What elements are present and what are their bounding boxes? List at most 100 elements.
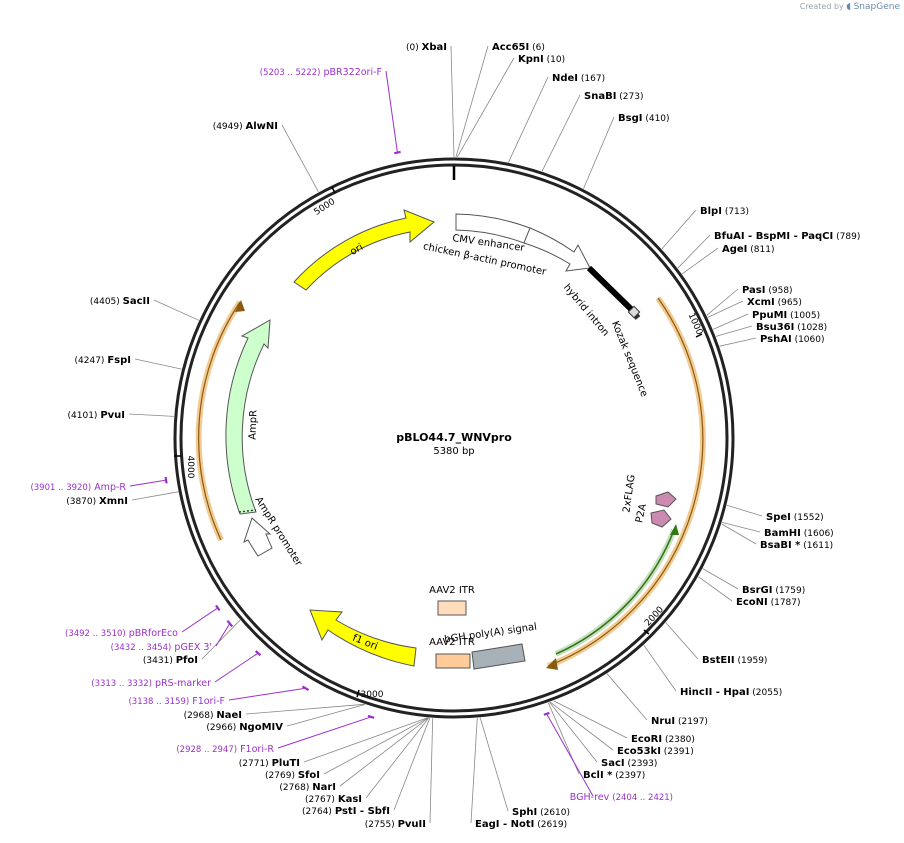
enzyme-name: XbaI [422, 42, 447, 53]
enzyme-site-label[interactable]: EagI - NotI (2619) [475, 819, 567, 830]
primer-label[interactable]: (3138 .. 3159) F1ori-F [128, 696, 225, 707]
primer-binding-mark[interactable] [254, 650, 262, 657]
enzyme-site-label[interactable]: AgeI (811) [722, 244, 774, 255]
primer-label[interactable]: (2928 .. 2947) F1ori-R [176, 744, 274, 755]
primer-range: (3492 .. 3510) [65, 629, 126, 639]
enzyme-site-label[interactable]: (2966) NgoMIV [206, 722, 283, 733]
enzyme-position: (2380) [665, 735, 695, 745]
primer-binding-mark[interactable] [215, 604, 221, 612]
enzyme-name: BstEII [702, 655, 735, 666]
primer-label[interactable]: (3432 .. 3454) pGEX 3' [111, 642, 212, 653]
enzyme-name: PstI [335, 806, 357, 817]
enzyme-site-label[interactable]: Eco53kI (2391) [617, 746, 694, 757]
enzyme-leader-line [583, 116, 615, 189]
enzyme-site-label[interactable]: BstEII (1959) [702, 655, 767, 666]
enzyme-site-label[interactable]: (0) XbaI [406, 42, 447, 53]
ampr-promoter-feature[interactable] [243, 517, 273, 557]
enzyme-site-label[interactable]: (2968) NaeI [184, 710, 242, 721]
primer-range: (5203 .. 5222) [260, 68, 321, 78]
enzyme-leader-line [470, 718, 478, 824]
enzyme-site-label[interactable]: PpuMI (1005) [752, 310, 820, 321]
ampr-feature[interactable] [225, 319, 271, 515]
enzyme-name: Acc65I [492, 42, 529, 53]
primer-label[interactable]: (5203 .. 5222) pBR322ori-F [260, 67, 382, 78]
enzyme-position: (0) [406, 43, 419, 53]
enzyme-site-label[interactable]: (4949) AlwNI [213, 121, 278, 132]
enzyme-position: (2764) [302, 807, 332, 817]
enzyme-site-label[interactable]: Bsu36I (1028) [756, 322, 827, 333]
2xflag-feature[interactable] [655, 491, 677, 508]
enzyme-position: (4101) [68, 411, 98, 421]
enzyme-site-label[interactable]: (4101) PvuI [68, 410, 126, 421]
enzyme-site-label[interactable]: SpeI (1552) [766, 512, 824, 523]
enzyme-site-label[interactable]: EcoNI (1787) [736, 597, 801, 608]
primer-binding-mark[interactable] [164, 476, 168, 484]
enzyme-name: EcoRI [631, 734, 662, 745]
primer-binding-mark[interactable] [226, 619, 234, 628]
enzyme-site-label[interactable]: NruI (2197) [651, 716, 708, 727]
enzyme-site-label[interactable]: (3870) XmnI [66, 496, 128, 507]
enzyme-name: PaqCI [801, 231, 833, 242]
enzyme-leader-line [429, 718, 434, 824]
primer-range: (2404 .. 2421) [612, 793, 673, 803]
primer-label[interactable]: BGH-rev (2404 .. 2421) [570, 792, 673, 803]
primer-binding-mark[interactable] [394, 150, 401, 155]
enzyme-site-label[interactable]: (2764) PstI - SbfI [302, 806, 390, 817]
hybrid-intron-feature[interactable] [586, 265, 635, 313]
enzyme-site-label[interactable]: (4247) FspI [75, 355, 131, 366]
enzyme-site-label[interactable]: KpnI (10) [518, 54, 565, 65]
enzyme-site-label[interactable]: SnaBI (273) [584, 91, 644, 102]
enzyme-site-label[interactable]: SphI (2610) [512, 807, 570, 818]
enzyme-name: PfoI [176, 655, 198, 666]
primer-label[interactable]: (3492 .. 3510) pBRforEco [65, 628, 178, 639]
enzyme-site-label[interactable]: PshAI (1060) [760, 334, 825, 345]
primer-sites: (5203 .. 5222) pBR322ori-F BGH-rev (2404 … [30, 67, 673, 803]
enzyme-site-label[interactable]: PasI (958) [742, 285, 793, 296]
enzyme-leader-line [339, 717, 429, 787]
enzyme-name: XcmI [747, 297, 775, 308]
aav2-itr-feature-lower[interactable] [435, 653, 471, 669]
enzyme-position: (1060) [795, 335, 825, 345]
enzyme-position: (811) [750, 245, 774, 255]
enzyme-site-label[interactable]: Acc65I (6) [492, 42, 545, 53]
enzyme-site-label[interactable]: (2768) NarI [279, 782, 336, 793]
primer-range: (3138 .. 3159) [128, 697, 189, 707]
backbone-outer-ring [173, 157, 735, 719]
enzyme-site-label[interactable]: BclI * (2397) [583, 770, 645, 781]
p2a-feature[interactable] [650, 509, 672, 528]
primer-binding-mark[interactable] [367, 714, 375, 719]
enzyme-site-label[interactable]: BsgI (410) [618, 113, 670, 124]
chicken-beta-actin-promoter-feature[interactable] [523, 227, 591, 272]
enzyme-site-label[interactable]: BfuAI - BspMI - PaqCI (789) [714, 231, 860, 242]
enzyme-site-label[interactable]: (2771) PluTI [239, 758, 300, 769]
primer-label[interactable]: (3313 .. 3332) pRS-marker [91, 678, 211, 689]
enzyme-site-label[interactable]: (4405) SacII [90, 296, 150, 307]
aav2-itr-feature-upper[interactable] [437, 600, 467, 616]
enzyme-site-label[interactable]: SacI (2393) [601, 758, 657, 769]
enzyme-site-label[interactable]: (3431) PfoI [143, 655, 198, 666]
primer-binding-mark[interactable] [301, 685, 310, 692]
enzyme-site-label[interactable]: (2755) PvuII [365, 819, 426, 830]
enzyme-leader-line [549, 701, 614, 751]
enzyme-site-label[interactable]: XcmI (965) [747, 297, 802, 308]
enzyme-site-label[interactable]: EcoRI (2380) [631, 734, 695, 745]
enzyme-position: (1759) [775, 586, 805, 596]
enzyme-site-label[interactable]: BamHI (1606) [764, 528, 834, 539]
primer-label[interactable]: (3901 .. 3920) Amp-R [30, 482, 126, 493]
bgh-polya-feature[interactable] [471, 643, 526, 670]
enzyme-site-label[interactable]: HincII - HpaI (2055) [680, 687, 782, 698]
f1-ori-feature[interactable] [309, 609, 417, 667]
enzyme-site-label[interactable]: NdeI (167) [552, 73, 605, 84]
primer-binding-mark[interactable] [543, 711, 550, 716]
enzyme-leader-line [707, 300, 744, 318]
enzyme-leader-line [281, 124, 319, 193]
green-cds-arc[interactable] [554, 528, 677, 657]
enzyme-site-label[interactable]: BlpI (713) [700, 206, 749, 217]
enzyme-position: (2055) [752, 688, 782, 698]
enzyme-site-label[interactable]: BsaBI * (1611) [760, 540, 833, 551]
enzyme-site-label[interactable]: (2769) SfoI [265, 770, 320, 781]
enzyme-site-label[interactable]: (2767) KasI [305, 794, 362, 805]
enzyme-position: (2755) [365, 820, 395, 830]
ori-feature[interactable] [293, 209, 435, 291]
enzyme-site-label[interactable]: BsrGI (1759) [742, 585, 805, 596]
